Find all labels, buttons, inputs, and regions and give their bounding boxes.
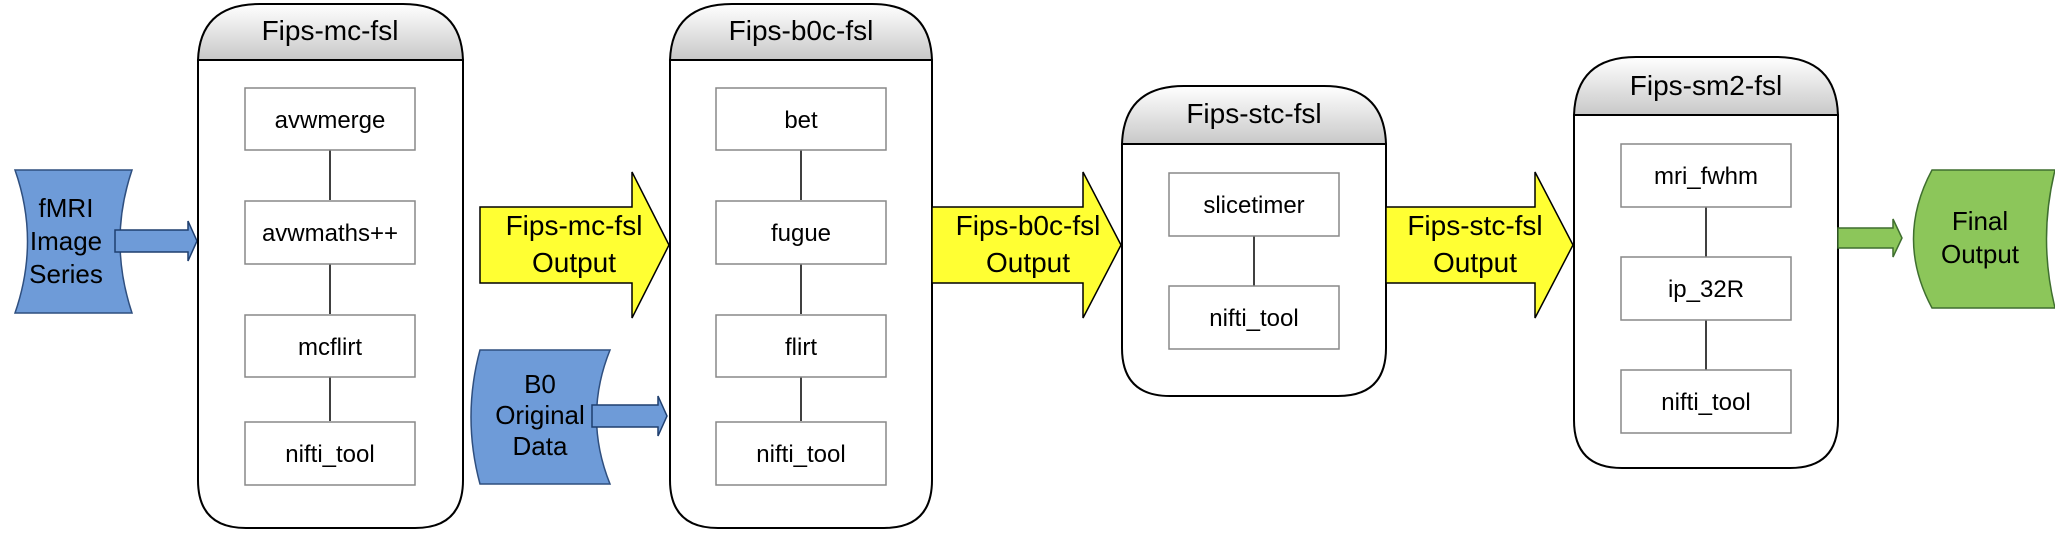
b0-label-line1: B0 [524,369,556,399]
module-stc-fsl: Fips-stc-fsl slicetimer nifti_tool [1122,86,1386,396]
fmri-label-line1: fMRI [39,193,94,223]
final-output-node: Final Output [1914,170,2055,308]
tool-label: nifti_tool [756,441,845,468]
tool-label: fugue [771,220,831,247]
final-label-line2: Output [1941,239,2020,269]
tool-label: nifti_tool [285,441,374,468]
output-label-line1: Fips-b0c-fsl [956,210,1101,241]
b0-to-b0c-arrow [592,396,667,436]
output-label-line1: Fips-stc-fsl [1407,210,1542,241]
tool-label: avwmerge [275,107,386,134]
module-sm2-fsl: Fips-sm2-fsl mri_fwhm ip_32R nifti_tool [1574,57,1838,468]
module-title: Fips-sm2-fsl [1630,70,1782,101]
output-label-line2: Output [1433,247,1517,278]
module-title: Fips-mc-fsl [262,15,399,46]
module-b0c-fsl: Fips-b0c-fsl bet fugue flirt nifti_tool [670,4,932,528]
b0-input-node: B0 Original Data [471,350,610,484]
b0-label-line2: Original [495,400,585,430]
module-mc-fsl: Fips-mc-fsl avwmerge avwmaths++ mcflirt … [198,4,463,528]
tool-label: bet [784,107,818,134]
mc-output-arrow: Fips-mc-fsl Output [480,172,669,318]
final-label-line1: Final [1952,206,2008,236]
tool-label: ip_32R [1668,276,1744,303]
module-title: Fips-b0c-fsl [729,15,874,46]
tool-label: mcflirt [298,334,362,361]
tool-label: mri_fwhm [1654,163,1758,190]
sm2-to-final-arrow [1838,219,1902,257]
tool-label: avwmaths++ [262,220,398,247]
fmri-label-line2: Image [30,226,102,256]
tool-label: flirt [785,334,817,361]
tool-label: slicetimer [1203,192,1304,219]
output-label-line1: Fips-mc-fsl [506,210,643,241]
output-label-line2: Output [532,247,616,278]
b0c-output-arrow: Fips-b0c-fsl Output [932,172,1121,318]
tool-label: nifti_tool [1209,305,1298,332]
b0-label-line3: Data [513,431,568,461]
output-label-line2: Output [986,247,1070,278]
tool-label: nifti_tool [1661,389,1750,416]
fmri-label-line3: Series [29,259,103,289]
module-title: Fips-stc-fsl [1186,98,1321,129]
stc-output-arrow: Fips-stc-fsl Output [1386,172,1573,318]
fmri-to-mc-arrow [115,221,197,261]
